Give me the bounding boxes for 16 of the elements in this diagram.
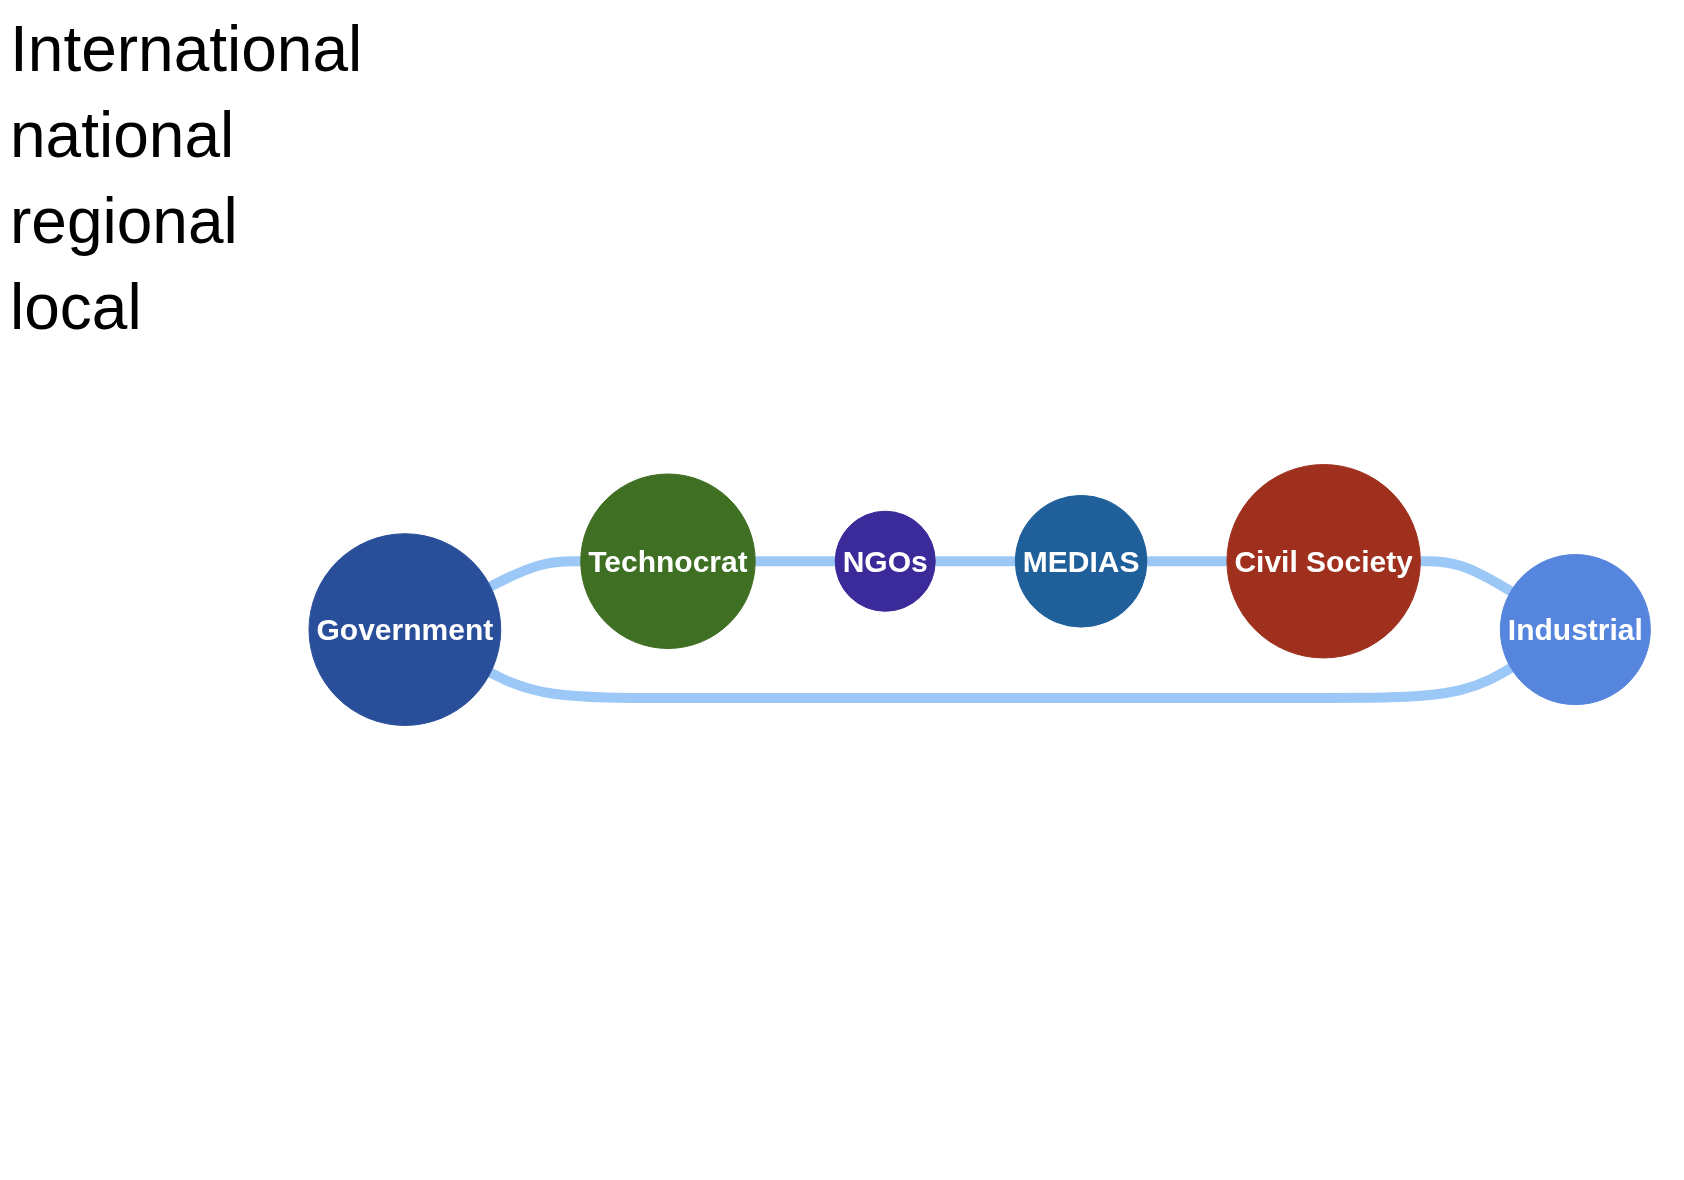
scope-label: local xyxy=(10,270,143,345)
node-circle: Government xyxy=(308,533,502,726)
scope-label: national xyxy=(10,98,236,173)
node-circle: Industrial xyxy=(1500,554,1652,706)
node-circle: Civil Society xyxy=(1226,464,1422,659)
connector xyxy=(935,556,1016,567)
node-circle: NGOs xyxy=(835,510,937,612)
node-circle: Technocrat xyxy=(580,473,757,649)
connector xyxy=(1420,556,1514,596)
scope-label: International xyxy=(10,12,363,87)
node-circle: MEDIAS xyxy=(1015,494,1148,628)
connector xyxy=(1147,556,1228,567)
connector xyxy=(488,556,582,591)
connector xyxy=(488,663,1514,703)
scope-label: regional xyxy=(10,184,239,259)
connector xyxy=(755,556,836,567)
